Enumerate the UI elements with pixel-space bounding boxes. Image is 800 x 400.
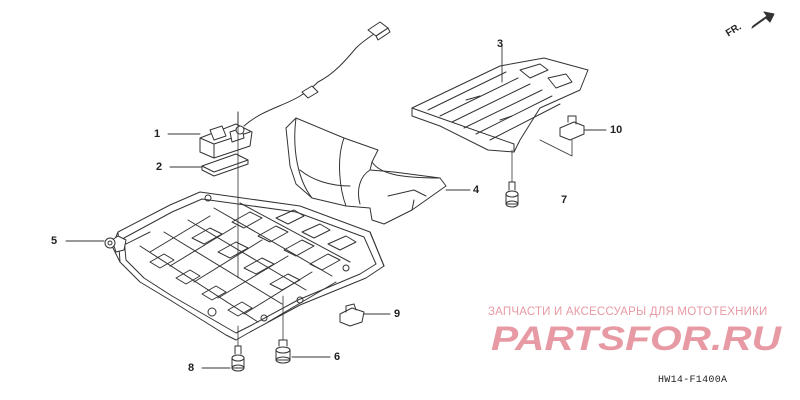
callout-4: 4 (473, 184, 480, 196)
callout-6: 6 (334, 351, 341, 363)
callout-7: 7 (561, 194, 568, 206)
callout-9: 9 (394, 308, 401, 320)
diagram-code: HW14-F1400A (658, 375, 728, 386)
leader-lines (65, 45, 607, 369)
bolt-part-6 (275, 339, 291, 364)
bolt-part-8 (231, 345, 245, 372)
front-arrow-icon (751, 11, 775, 29)
callout-8: 8 (188, 362, 195, 374)
tray-part-3 (411, 57, 589, 153)
switch-bracket-part-1 (199, 111, 253, 159)
watermark-logo: PARTSFOR.RU (491, 320, 783, 356)
callout-3: 3 (497, 38, 504, 50)
cover-part-4 (285, 117, 447, 225)
watermark-caption: ЗАПЧАСТИ И АКСЕССУАРЫ ДЛЯ МОТОТЕХНИКИ (488, 306, 768, 318)
callout-10: 10 (610, 124, 623, 136)
callout-5: 5 (51, 235, 58, 247)
skid-plate-part-7 (104, 191, 385, 341)
assembly-guide-lines (237, 111, 573, 347)
watermark-logo-text: PARTSFOR.RU (491, 320, 783, 356)
callout-2: 2 (156, 161, 163, 173)
clip-part-9 (339, 303, 365, 327)
callout-1: 1 (154, 128, 161, 140)
clip-part-10 (559, 115, 585, 141)
plate-part-2 (201, 153, 249, 177)
wire-harness (243, 21, 391, 127)
bolt-tray (505, 181, 519, 208)
